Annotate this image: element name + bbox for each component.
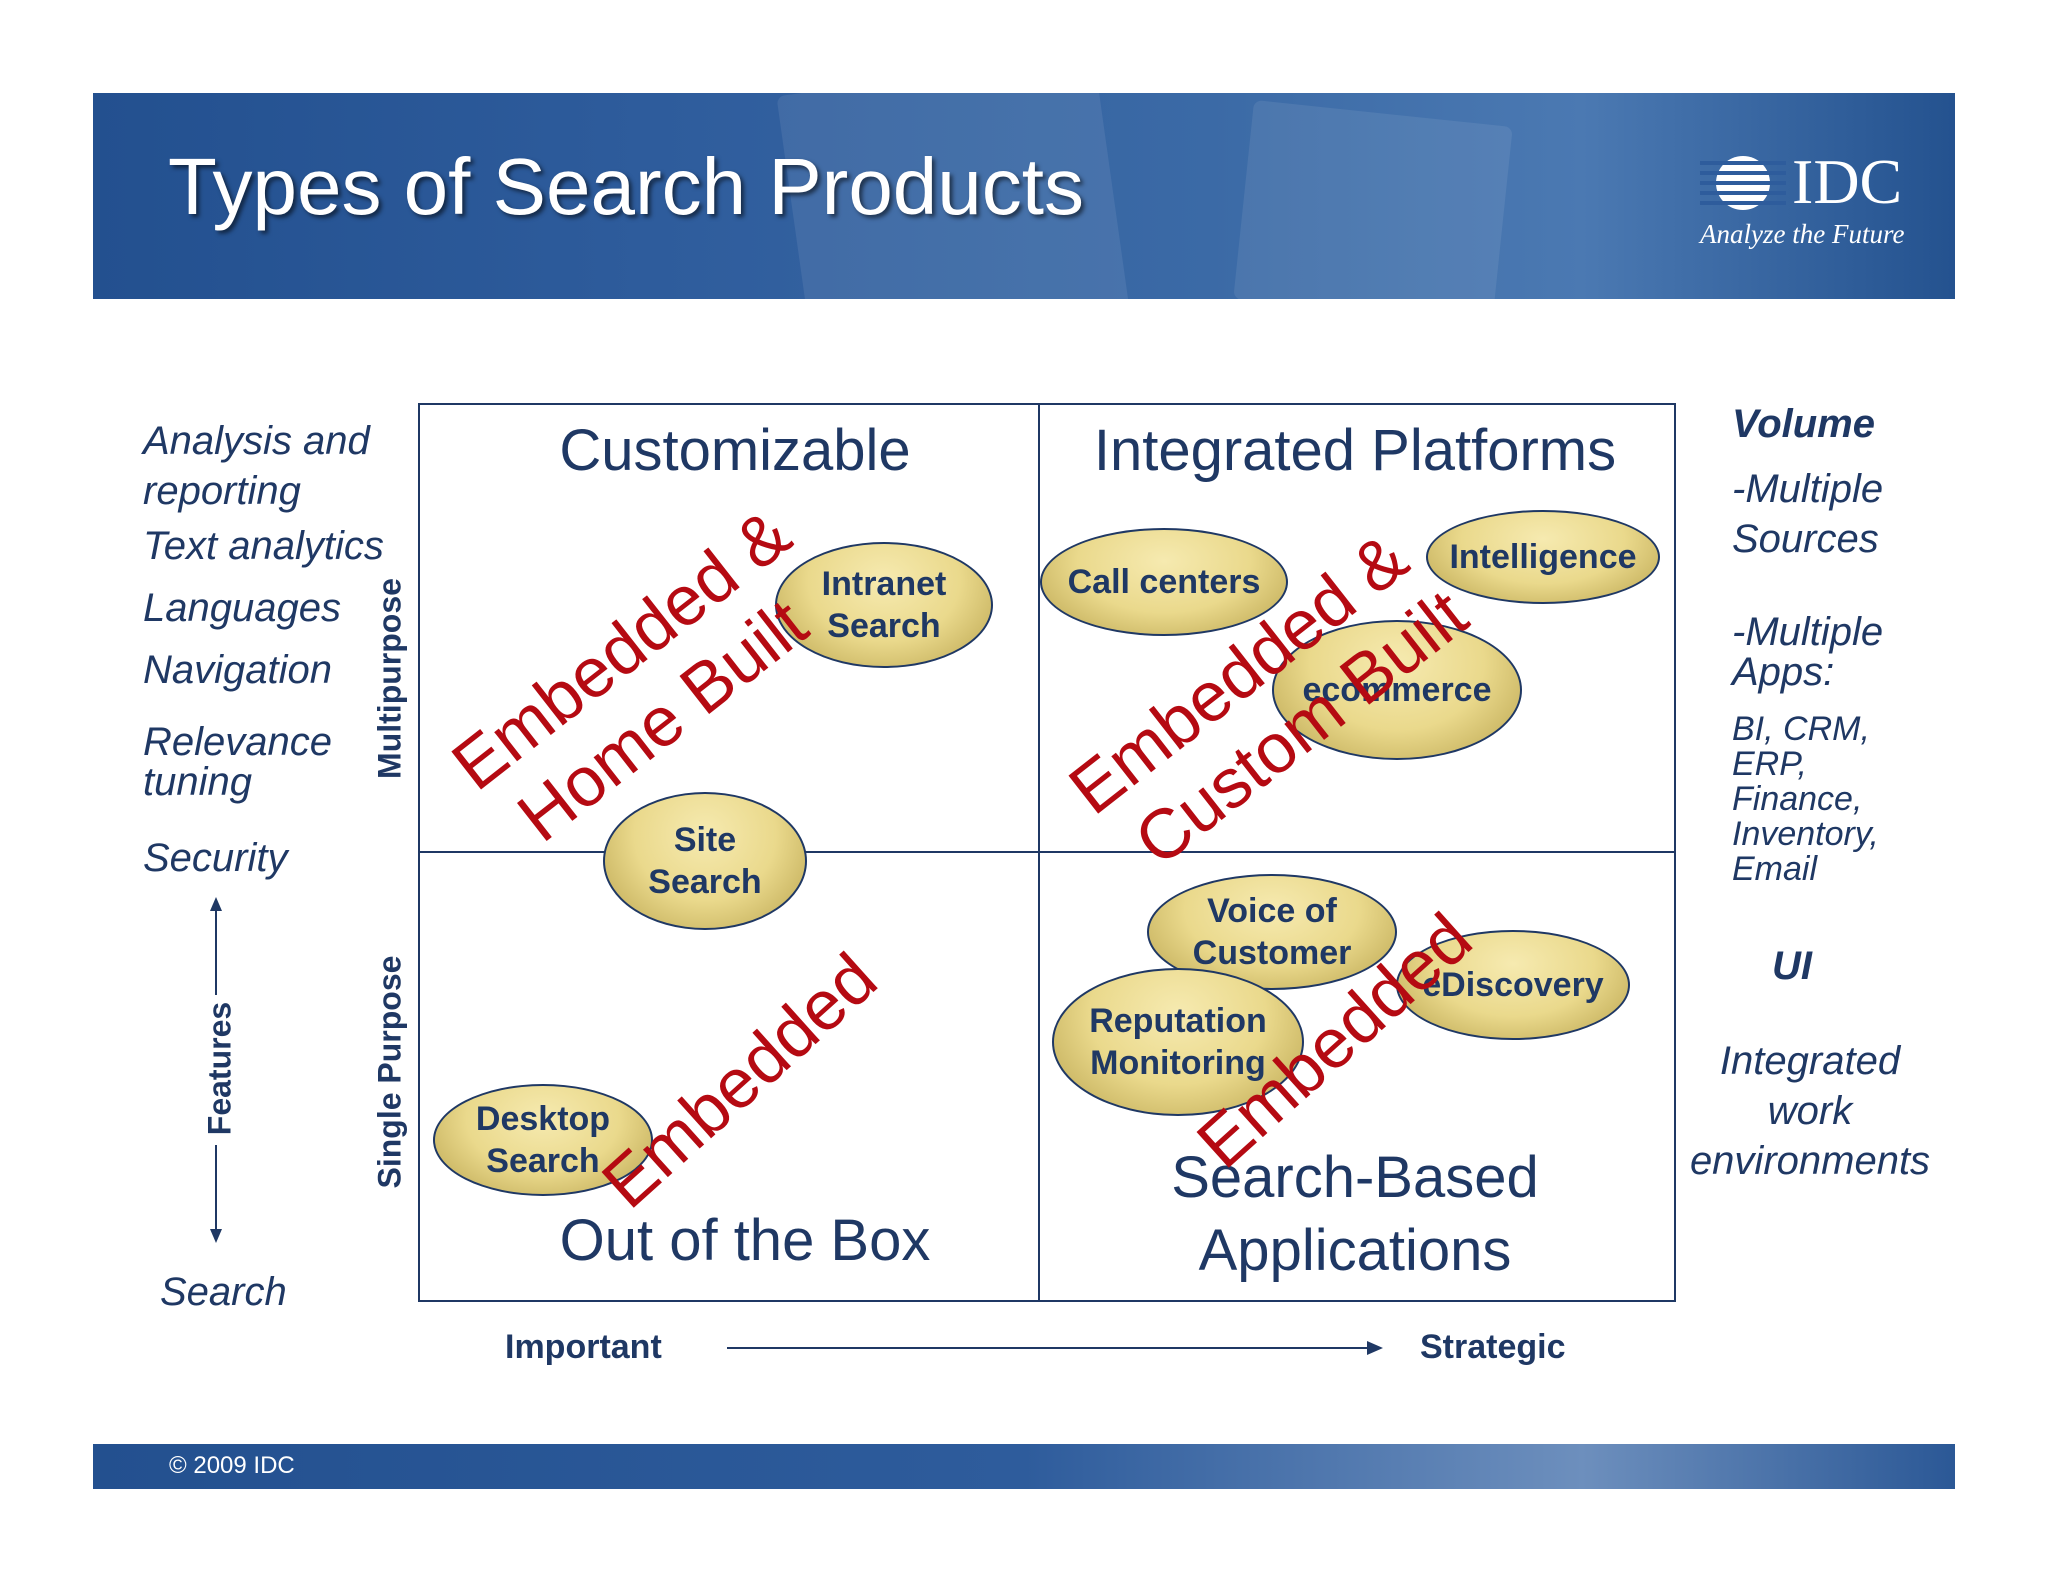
quadrant-title-line: Search-Based <box>1171 1145 1539 1210</box>
left-list-item: Languages <box>143 586 341 630</box>
right-list-multiple-apps: -Multiple Apps: <box>1732 612 1883 692</box>
quadrant-title-integrated-platforms: Integrated Platforms <box>1093 418 1617 483</box>
right-list-volume: Volume <box>1732 402 1875 446</box>
idc-logo: IDC Analyze the Future <box>1700 146 1920 253</box>
ellipse-label: Search <box>827 607 941 645</box>
axis-label-single-purpose: Single Purpose <box>371 955 408 1189</box>
ellipse-ecommerce: ecommerce <box>1272 620 1522 760</box>
left-list-item: Navigation <box>143 648 333 692</box>
ellipse-label: Reputation <box>1089 1001 1267 1040</box>
axis-label-multipurpose: Multipurpose <box>371 578 408 779</box>
right-list-text: -Multiple <box>1732 467 1884 511</box>
left-list-item: Analysis and reporting <box>143 416 370 516</box>
left-list-text: Relevance <box>143 720 333 764</box>
ellipse-label: Call centers <box>1067 562 1261 601</box>
right-list-multiple-sources: -Multiple Sources <box>1732 464 1883 564</box>
quadrant-title-out-of-the-box: Out of the Box <box>559 1208 931 1273</box>
left-list-item: Security <box>143 836 288 880</box>
left-list-bottom-search: Search <box>160 1270 287 1314</box>
right-list-text: Inventory, <box>1732 815 1879 853</box>
right-list-text: Email <box>1732 850 1818 888</box>
right-list-text: BI, CRM, <box>1732 710 1870 748</box>
left-list-item: Text analytics <box>143 524 384 568</box>
footer-banner: © 2009 IDC <box>93 1444 1955 1489</box>
ellipse-label: Intelligence <box>1449 537 1637 576</box>
right-list-text: ERP, <box>1732 745 1807 783</box>
left-list-text: Analysis and <box>143 419 370 463</box>
left-list-text: reporting <box>143 469 301 513</box>
copyright-text: © 2009 IDC <box>169 1452 295 1479</box>
ellipse-call-centers: Call centers <box>1040 528 1288 636</box>
ellipse-label: Search <box>486 1142 600 1180</box>
quadrant-title-line: Applications <box>1198 1217 1512 1283</box>
features-label: Features <box>201 1001 238 1136</box>
left-list-item: Relevance tuning <box>143 722 332 802</box>
ellipse-label: Customer <box>1192 934 1352 972</box>
quadrant-title-search-based-applications: Search-Based Applications <box>1040 1142 1670 1287</box>
features-arrow <box>204 897 228 1243</box>
right-list-text: Apps: <box>1732 650 1835 694</box>
right-list-text: -Multiple <box>1732 610 1884 654</box>
ellipse-label: Search <box>648 863 762 901</box>
idc-globe-icon <box>1700 156 1786 210</box>
logo-text: IDC <box>1792 146 1903 217</box>
right-list-text: Integrated <box>1719 1039 1901 1083</box>
ellipse-label: Desktop <box>475 1099 611 1138</box>
ellipse-ediscovery: eDiscovery <box>1396 930 1630 1040</box>
axis-label-important: Important <box>505 1328 662 1366</box>
axis-label-strategic: Strategic <box>1420 1328 1566 1366</box>
right-list-integrated-work: Integrated work environments <box>1680 1036 1940 1186</box>
right-list-text: Sources <box>1732 517 1879 561</box>
right-list-text: work <box>1767 1089 1853 1133</box>
right-list-apps: BI, CRM, ERP, Finance, Inventory, Email <box>1732 712 1879 887</box>
horizontal-arrow <box>727 1341 1383 1355</box>
ellipse-label: Intranet <box>821 564 947 603</box>
ellipse-label: Voice of <box>1207 891 1337 930</box>
quadrant-title-customizable: Customizable <box>559 418 911 483</box>
left-list-text: tuning <box>143 760 252 804</box>
ellipse-label: Monitoring <box>1090 1044 1266 1082</box>
ellipse-label: eDiscovery <box>1422 965 1604 1004</box>
ellipse-intelligence: Intelligence <box>1426 510 1660 604</box>
right-list-text: environments <box>1689 1139 1931 1183</box>
right-list-text: Finance, <box>1732 780 1863 818</box>
ellipse-label: Site <box>673 820 737 859</box>
ellipse-label: ecommerce <box>1302 670 1492 709</box>
banner-texture <box>1233 99 1513 299</box>
logo-tagline: Analyze the Future <box>1700 219 1905 249</box>
header-banner: Types of Search Products IDC Analyze the… <box>93 93 1955 299</box>
grid-horizontal-divider <box>418 851 1676 853</box>
right-list-ui: UI <box>1772 944 1812 988</box>
page-title: Types of Search Products <box>168 142 1085 231</box>
